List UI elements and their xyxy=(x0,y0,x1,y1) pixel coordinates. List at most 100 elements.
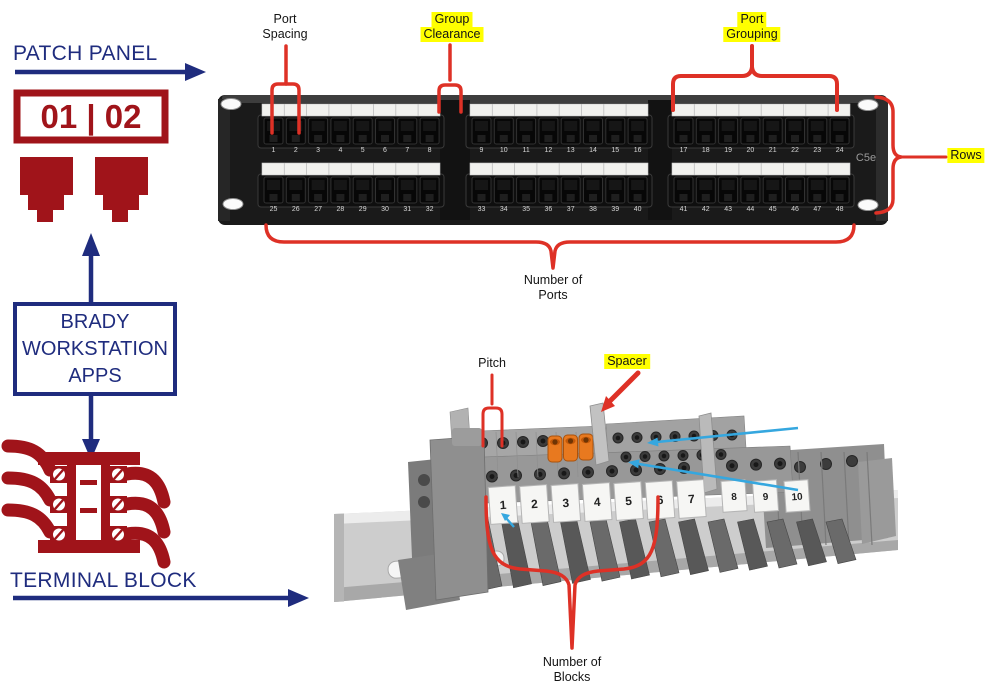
svg-text:38: 38 xyxy=(589,206,597,213)
svg-text:27: 27 xyxy=(314,206,322,213)
svg-text:7: 7 xyxy=(688,492,696,506)
svg-text:2: 2 xyxy=(294,147,298,154)
brady-line: APPS xyxy=(68,364,122,387)
svg-text:5: 5 xyxy=(625,494,633,508)
label-rows: Rows xyxy=(947,148,985,163)
down-arrow xyxy=(82,396,100,460)
brady-line: WORKSTATION xyxy=(22,337,168,360)
block-number-tag: 2 xyxy=(519,484,550,524)
svg-text:45: 45 xyxy=(769,206,777,213)
orange-terminals xyxy=(547,433,594,463)
svg-text:24: 24 xyxy=(836,147,844,154)
terminal-block-arrow xyxy=(13,589,309,607)
svg-text:23: 23 xyxy=(813,147,821,154)
end-stop-bracket xyxy=(398,428,489,610)
svg-text:42: 42 xyxy=(702,206,710,213)
svg-text:17: 17 xyxy=(680,147,688,154)
block-number-tag: 5 xyxy=(613,481,644,521)
label-pitch: Pitch xyxy=(478,356,506,370)
label-group-clearance: Group Clearance xyxy=(420,12,484,42)
svg-text:3: 3 xyxy=(316,147,320,154)
svg-text:4: 4 xyxy=(593,495,601,509)
terminal-block-photo: 1 2 3 4 5 6 7 8 9 10 xyxy=(334,402,898,610)
svg-text:32: 32 xyxy=(426,206,434,213)
patch-panel-label-icon: 01 | 02 xyxy=(13,89,169,222)
annotation-lines-patch-panel xyxy=(264,43,948,270)
svg-text:5: 5 xyxy=(361,147,365,154)
svg-text:36: 36 xyxy=(545,206,553,213)
svg-text:9: 9 xyxy=(762,492,769,503)
rj45-jack-icon xyxy=(20,157,73,222)
patch-panel-label: PATCH PANEL xyxy=(13,42,158,65)
up-arrow xyxy=(82,233,100,302)
label-spacer: Spacer xyxy=(604,354,650,369)
svg-text:47: 47 xyxy=(813,206,821,213)
svg-text:6: 6 xyxy=(656,493,664,507)
svg-text:29: 29 xyxy=(359,206,367,213)
svg-text:44: 44 xyxy=(747,206,755,213)
terminal-block-label: TERMINAL BLOCK xyxy=(10,569,197,592)
svg-text:1: 1 xyxy=(499,498,507,512)
svg-text:2: 2 xyxy=(531,497,539,511)
svg-text:14: 14 xyxy=(589,147,597,154)
svg-text:15: 15 xyxy=(611,147,619,154)
svg-text:13: 13 xyxy=(567,147,575,154)
svg-text:3: 3 xyxy=(562,496,570,510)
label-port-grouping: Port Grouping xyxy=(723,12,781,42)
svg-text:25: 25 xyxy=(270,206,278,213)
svg-text:10: 10 xyxy=(791,492,803,504)
svg-text:46: 46 xyxy=(791,206,799,213)
svg-text:35: 35 xyxy=(522,206,530,213)
svg-text:28: 28 xyxy=(337,206,345,213)
svg-text:8: 8 xyxy=(428,147,432,154)
annotation-lines-terminal-block xyxy=(481,370,660,650)
svg-text:37: 37 xyxy=(567,206,575,213)
brady-workstation-apps-box: BRADY WORKSTATION APPS xyxy=(13,302,177,396)
patch-panel-arrow xyxy=(15,63,206,81)
svg-text:22: 22 xyxy=(791,147,799,154)
svg-text:8: 8 xyxy=(731,492,738,503)
svg-text:41: 41 xyxy=(680,206,688,213)
block-number-tag: 8 xyxy=(720,479,748,513)
terminal-block-icon xyxy=(1,439,171,569)
spacer-arrowhead xyxy=(601,396,615,412)
block-number-tag: 4 xyxy=(581,482,613,522)
brady-line: BRADY xyxy=(60,310,130,333)
svg-text:40: 40 xyxy=(634,206,642,213)
svg-text:21: 21 xyxy=(769,147,777,154)
block-number-tag: 10 xyxy=(783,479,811,513)
svg-text:26: 26 xyxy=(292,206,300,213)
svg-text:39: 39 xyxy=(611,206,619,213)
svg-text:4: 4 xyxy=(338,147,342,154)
svg-text:34: 34 xyxy=(500,206,508,213)
divider-fin xyxy=(698,412,718,494)
block-number-tag: 1 xyxy=(487,485,519,525)
block-number-tag: 3 xyxy=(550,483,582,523)
svg-text:18: 18 xyxy=(702,147,710,154)
svg-text:7: 7 xyxy=(405,147,409,154)
spacer-fin xyxy=(589,402,610,466)
jack-icon-text: 01 | 02 xyxy=(41,98,142,135)
label-number-of-ports: Number of Ports xyxy=(523,273,583,302)
svg-text:10: 10 xyxy=(500,147,508,154)
svg-text:1: 1 xyxy=(272,147,276,154)
svg-text:31: 31 xyxy=(403,206,411,213)
svg-text:48: 48 xyxy=(836,206,844,213)
panel-model-text: C5e xyxy=(856,152,876,164)
label-port-spacing: Port Spacing xyxy=(262,12,308,41)
rj45-jack-icon xyxy=(95,157,148,222)
svg-text:16: 16 xyxy=(634,147,642,154)
svg-text:11: 11 xyxy=(522,147,529,154)
block-number-tag: 7 xyxy=(676,479,707,519)
svg-text:6: 6 xyxy=(383,147,387,154)
svg-text:12: 12 xyxy=(545,147,553,154)
block-number-tag: 6 xyxy=(644,480,676,520)
svg-text:20: 20 xyxy=(747,147,755,154)
label-number-of-blocks: Number of Blocks xyxy=(542,655,602,684)
svg-text:30: 30 xyxy=(381,206,389,213)
block-number-tag: 9 xyxy=(751,479,780,513)
svg-text:9: 9 xyxy=(480,147,484,154)
